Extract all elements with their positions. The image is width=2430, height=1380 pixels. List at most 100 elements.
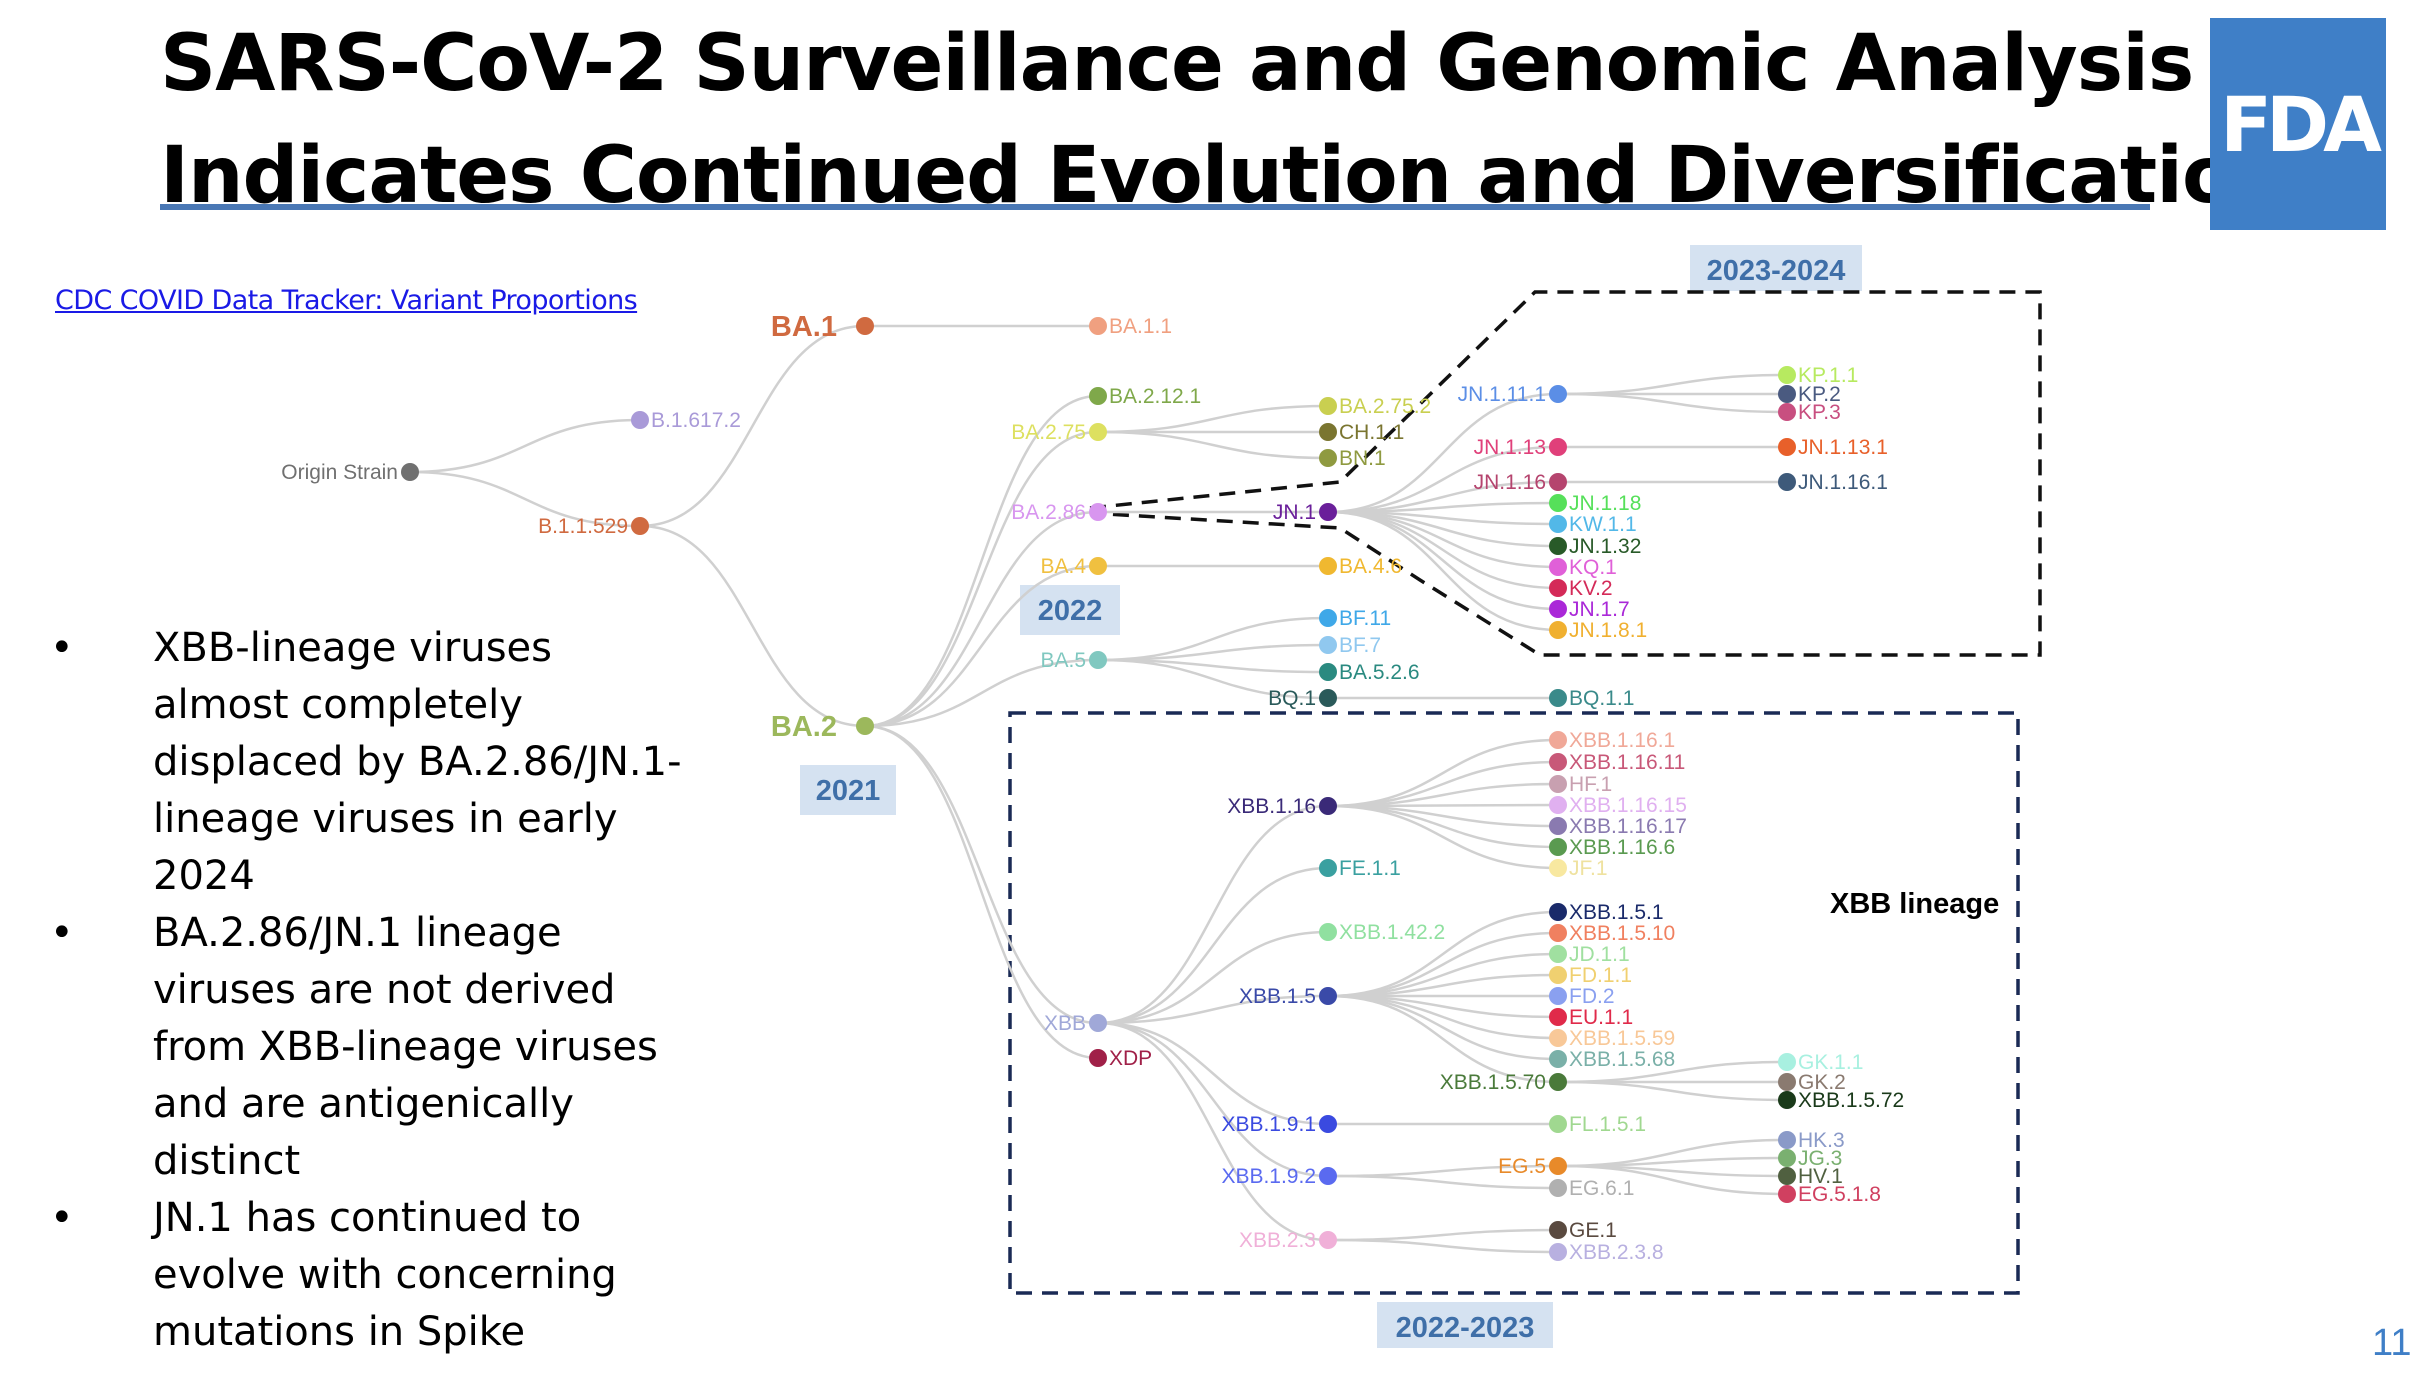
period-label-bg-2023-2024 bbox=[1690, 245, 1862, 291]
node-bf7 bbox=[1319, 636, 1337, 654]
node-label-hv1: HV.1 bbox=[1798, 1165, 1843, 1188]
node-bq1 bbox=[1319, 689, 1337, 707]
bullet-dot: • bbox=[50, 625, 74, 671]
node-bn1 bbox=[1319, 449, 1337, 467]
node-label-ba275: BA.2.75 bbox=[1011, 421, 1086, 444]
node-label-xbb238: XBB.2.3.8 bbox=[1569, 1241, 1664, 1264]
node-xbb191 bbox=[1319, 1115, 1337, 1133]
node-label-xbb1422: XBB.1.42.2 bbox=[1339, 921, 1445, 944]
node-fd11 bbox=[1549, 966, 1567, 984]
node-xbb238 bbox=[1549, 1243, 1567, 1261]
node-label-ch11: CH.1.1 bbox=[1339, 421, 1404, 444]
node-label-bq1: BQ.1 bbox=[1268, 687, 1316, 710]
node-kv2 bbox=[1549, 579, 1567, 597]
node-hv1 bbox=[1778, 1167, 1796, 1185]
node-ba2752 bbox=[1319, 397, 1337, 415]
tree-edge-ba2-ba5 bbox=[864, 658, 1099, 728]
slide-title: SARS-CoV-2 Surveillance and Genomic Anal… bbox=[160, 8, 2290, 232]
node-label-jn118: JN.1.18 bbox=[1569, 492, 1641, 515]
node-label-jn113: JN.1.13 bbox=[1474, 436, 1546, 459]
node-b11529 bbox=[631, 517, 649, 535]
period-boxes: 2021 2022 2023-2024 2022-2023 XBB lineag… bbox=[800, 245, 2042, 1348]
node-eg5 bbox=[1549, 1157, 1567, 1175]
node-xbb151 bbox=[1549, 903, 1567, 921]
xbb-lineage-label: XBB lineage bbox=[1830, 888, 1999, 920]
node-label-hf1: HF.1 bbox=[1569, 773, 1612, 796]
tree-edge-xbb-xbb1422 bbox=[1097, 930, 1329, 1025]
tree-edge-xbb-fe11 bbox=[1097, 866, 1329, 1025]
node-ba275 bbox=[1089, 423, 1107, 441]
node-xbb1572 bbox=[1778, 1091, 1796, 1109]
node-origin bbox=[401, 463, 419, 481]
tree-edge-xbb192-eg61 bbox=[1327, 1174, 1559, 1190]
node-label-eg5: EG.5 bbox=[1498, 1155, 1546, 1178]
node-jn1131 bbox=[1778, 438, 1796, 456]
node-kp3 bbox=[1778, 403, 1796, 421]
title-underline bbox=[160, 204, 2150, 210]
node-label-xbb1510: XBB.1.5.10 bbox=[1569, 922, 1675, 945]
node-jn181 bbox=[1549, 621, 1567, 639]
slide-title-line-1: SARS-CoV-2 Surveillance and Genomic Anal… bbox=[160, 19, 2194, 109]
tree-edge-xbb-xbb192 bbox=[1097, 1021, 1329, 1178]
tree-edge-xbb-xbb116 bbox=[1097, 804, 1329, 1025]
tree-edge-eg5-jg3 bbox=[1557, 1156, 1788, 1168]
node-label-xbb11617: XBB.1.16.17 bbox=[1569, 815, 1687, 838]
node-xbb11611 bbox=[1549, 753, 1567, 771]
node-label-xbb1572: XBB.1.5.72 bbox=[1798, 1089, 1904, 1112]
bullet-text: JN.1 has continued to evolve with concer… bbox=[153, 1195, 617, 1355]
period-label-bg-2021 bbox=[800, 765, 896, 815]
node-label-ba11: BA.1.1 bbox=[1109, 315, 1172, 338]
tree-edge-xbb-xbb15 bbox=[1097, 994, 1329, 1025]
period-label-bg-2022-2023 bbox=[1377, 1302, 1553, 1348]
node-label-kp2: KP.2 bbox=[1798, 383, 1841, 406]
node-label-jn1: JN.1 bbox=[1273, 501, 1316, 524]
node-label-eg61: EG.6.1 bbox=[1569, 1177, 1634, 1200]
page-number: 11 bbox=[2372, 1322, 2412, 1364]
node-xbb1166 bbox=[1549, 838, 1567, 856]
node-label-ba1: BA.1 bbox=[771, 311, 837, 343]
node-label-xbb191: XBB.1.9.1 bbox=[1221, 1113, 1316, 1136]
cdc-data-tracker-link[interactable]: CDC COVID Data Tracker: Variant Proporti… bbox=[55, 285, 638, 316]
node-label-ba2121: BA.2.12.1 bbox=[1109, 385, 1201, 408]
node-xbb1570 bbox=[1549, 1073, 1567, 1091]
tree-edge-jn1-jn1111 bbox=[1327, 392, 1559, 514]
node-xbb11617 bbox=[1549, 817, 1567, 835]
bullet-list: •XBB-lineage viruses almost completely d… bbox=[50, 620, 690, 1361]
period-label-bg-2022 bbox=[1020, 585, 1120, 635]
node-label-ba526: BA.5.2.6 bbox=[1339, 661, 1420, 684]
node-jn132 bbox=[1549, 537, 1567, 555]
node-ba1 bbox=[856, 317, 874, 335]
node-fe11 bbox=[1319, 859, 1337, 877]
node-jn118 bbox=[1549, 494, 1567, 512]
node-xbb1161 bbox=[1549, 731, 1567, 749]
tree-edge-ba2-xdp bbox=[864, 724, 1099, 1060]
node-label-xbb116: XBB.1.16 bbox=[1227, 795, 1316, 818]
node-bq11 bbox=[1549, 689, 1567, 707]
node-label-ba5: BA.5 bbox=[1040, 649, 1086, 672]
node-fl151 bbox=[1549, 1115, 1567, 1133]
tree-edge-ba2-ba2121 bbox=[864, 394, 1099, 728]
tree-edge-jn1-jn113 bbox=[1327, 445, 1559, 514]
node-label-ba46: BA.4.6 bbox=[1339, 555, 1402, 578]
node-xbb23 bbox=[1319, 1231, 1337, 1249]
node-jn1 bbox=[1319, 503, 1337, 521]
tree-edge-origin-b11529 bbox=[409, 470, 641, 528]
node-label-fd2: FD.2 bbox=[1569, 985, 1615, 1008]
node-label-origin: Origin Strain bbox=[281, 461, 398, 484]
node-label-ba4: BA.4 bbox=[1040, 555, 1086, 578]
node-label-bf7: BF.7 bbox=[1339, 634, 1381, 657]
node-xbb116 bbox=[1319, 797, 1337, 815]
tree-edge-xbb1570-xbb1572 bbox=[1557, 1080, 1788, 1102]
node-label-jn1131: JN.1.13.1 bbox=[1798, 436, 1888, 459]
tree-edge-origin-b1617 bbox=[409, 418, 641, 474]
node-xbb15 bbox=[1319, 987, 1337, 1005]
node-jn1111 bbox=[1549, 385, 1567, 403]
node-label-hk3: HK.3 bbox=[1798, 1129, 1845, 1152]
tree-edge-xbb23-xbb238 bbox=[1327, 1238, 1559, 1254]
node-label-jg3: JG.3 bbox=[1798, 1147, 1842, 1170]
node-ch11 bbox=[1319, 423, 1337, 441]
node-label-xbb1568: XBB.1.5.68 bbox=[1569, 1048, 1675, 1071]
node-jg3 bbox=[1778, 1149, 1796, 1167]
